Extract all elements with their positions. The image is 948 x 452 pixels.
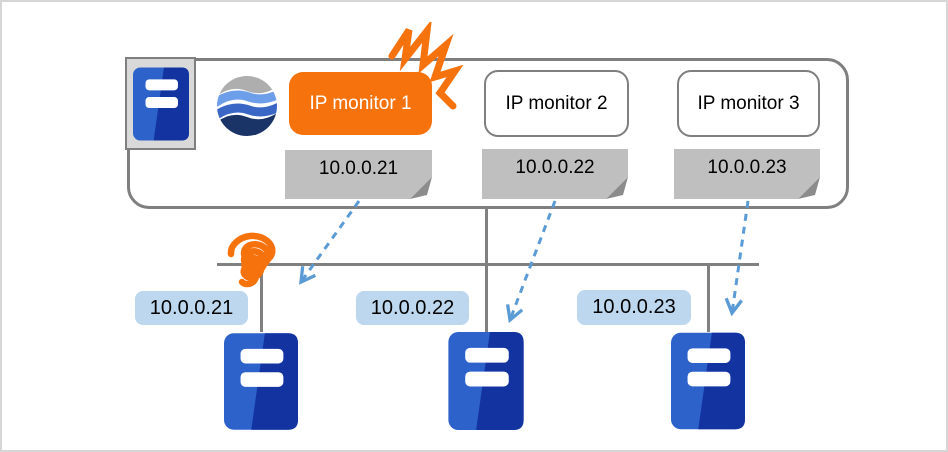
server-ip-label-3: 10.0.0.23 bbox=[577, 290, 691, 325]
nic-note-1: 10.0.0.21 bbox=[285, 150, 432, 199]
server-ip-label-2: 10.0.0.22 bbox=[356, 291, 469, 325]
server-ip-1: 10.0.0.21 bbox=[149, 296, 234, 319]
nic-note-icon bbox=[285, 150, 432, 199]
server-ip-2: 10.0.0.22 bbox=[370, 296, 455, 319]
dashed-arrow-icon bbox=[510, 200, 557, 320]
appliance-unit-box bbox=[125, 57, 196, 150]
server-icon bbox=[224, 333, 298, 430]
dashed-arrow-icon bbox=[301, 200, 361, 282]
dashed-arrow-icon bbox=[732, 200, 750, 313]
server-icon bbox=[448, 332, 524, 430]
ip-monitor-1-box: IP monitor 1 bbox=[289, 72, 432, 135]
ip-monitor-1-label: IP monitor 1 bbox=[309, 92, 412, 114]
nic-ip-2: 10.0.0.22 bbox=[515, 157, 595, 178]
server-icon bbox=[671, 332, 745, 430]
server-1 bbox=[224, 332, 298, 431]
globe-icon bbox=[217, 76, 277, 136]
server-ip-label-1: 10.0.0.21 bbox=[135, 291, 248, 325]
nic-ip-3: 10.0.0.23 bbox=[707, 157, 787, 178]
ip-monitor-3-label: IP monitor 3 bbox=[697, 92, 800, 114]
server-2 bbox=[448, 332, 524, 430]
server-icon bbox=[132, 67, 189, 140]
nic-note-icon bbox=[482, 149, 628, 199]
server-ip-3: 10.0.0.23 bbox=[592, 296, 676, 318]
nic-note-3: 10.0.0.23 bbox=[674, 149, 820, 199]
nic-ip-1: 10.0.0.21 bbox=[318, 158, 399, 179]
ip-monitor-2-label: IP monitor 2 bbox=[505, 92, 608, 114]
nic-note-2: 10.0.0.22 bbox=[482, 149, 628, 199]
nic-note-icon bbox=[674, 149, 820, 199]
ip-monitor-2-box: IP monitor 2 bbox=[484, 70, 629, 137]
ip-monitor-3-box: IP monitor 3 bbox=[677, 70, 820, 137]
server-3 bbox=[671, 332, 745, 430]
